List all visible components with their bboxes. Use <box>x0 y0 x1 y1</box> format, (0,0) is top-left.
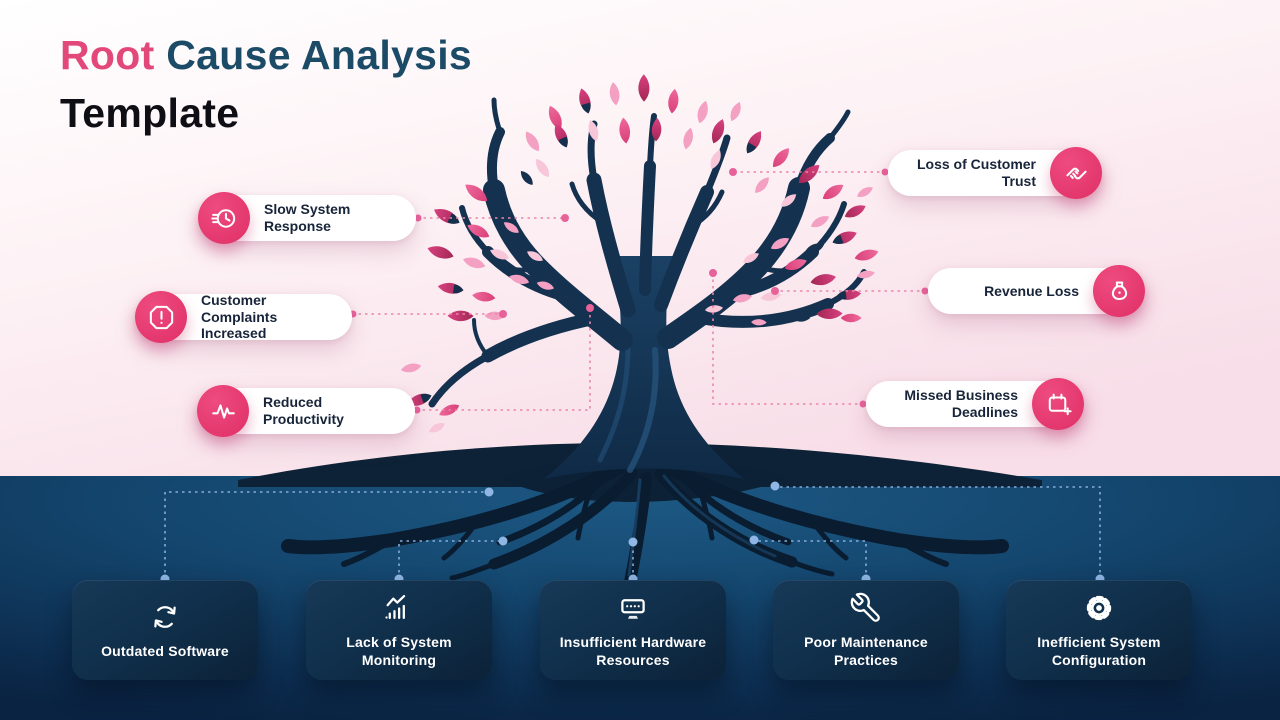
pulse-icon <box>197 385 249 437</box>
hardware-monitor-icon <box>621 599 645 619</box>
effect-label: Slow System Response <box>264 201 351 234</box>
line-chart-icon <box>385 594 406 620</box>
page-title: Root Cause Analysis Template <box>60 26 472 142</box>
effect-missed-business-deadlines[interactable]: Missed Business Deadlines <box>866 378 1084 430</box>
title-line1: Root Cause Analysis <box>60 26 472 84</box>
cause-connectors <box>164 486 1101 579</box>
money-bag-icon <box>1093 265 1145 317</box>
cause-label: Outdated Software <box>101 642 229 659</box>
cause-poor-maintenance-practices[interactable]: Poor Maintenance Practices <box>773 580 959 680</box>
refresh-icon <box>154 605 176 628</box>
calendar-plus-icon <box>1032 378 1084 430</box>
effect-reduced-productivity[interactable]: Reduced Productivity <box>197 385 415 437</box>
effect-connectors <box>352 171 926 411</box>
cause-label: Insufficient Hardware Resources <box>559 634 707 668</box>
effect-label: Missed Business Deadlines <box>904 387 1018 420</box>
cause-label: Inefficient System Configuration <box>1037 634 1161 668</box>
effect-loss-of-customer-trust[interactable]: Loss of Customer Trust <box>888 147 1102 199</box>
effect-label: Loss of Customer Trust <box>916 156 1036 189</box>
tree-leaves <box>391 74 879 433</box>
gear-icon <box>1086 595 1112 621</box>
effect-connector-dots <box>349 168 929 414</box>
effect-label: Reduced Productivity <box>263 394 344 427</box>
title-rest: Cause Analysis <box>166 32 473 78</box>
cause-insufficient-hardware-resources[interactable]: Insufficient Hardware Resources <box>540 580 726 680</box>
cause-label: Lack of System Monitoring <box>346 634 452 668</box>
title-accent: Root <box>60 32 155 78</box>
effect-label: Customer Complaints Increased <box>201 291 278 342</box>
cause-label: Poor Maintenance Practices <box>804 634 928 668</box>
wrench-icon <box>850 592 880 622</box>
cause-inefficient-system-configuration[interactable]: Inefficient System Configuration <box>1006 580 1192 680</box>
effect-slow-system-response[interactable]: Slow System Response <box>198 192 416 244</box>
title-line2: Template <box>60 90 240 136</box>
effect-revenue-loss[interactable]: Revenue Loss <box>928 265 1145 317</box>
tree-branches <box>428 97 867 473</box>
handshake-icon <box>1050 147 1102 199</box>
fast-clock-icon <box>198 192 250 244</box>
effect-customer-complaints[interactable]: Customer Complaints Increased <box>135 291 352 343</box>
cause-outdated-software[interactable]: Outdated Software <box>72 580 258 680</box>
effect-label: Revenue Loss <box>984 282 1079 299</box>
alert-octagon-icon <box>135 291 187 343</box>
cause-lack-of-system-monitoring[interactable]: Lack of System Monitoring <box>306 580 492 680</box>
tree-trunk <box>544 256 744 479</box>
